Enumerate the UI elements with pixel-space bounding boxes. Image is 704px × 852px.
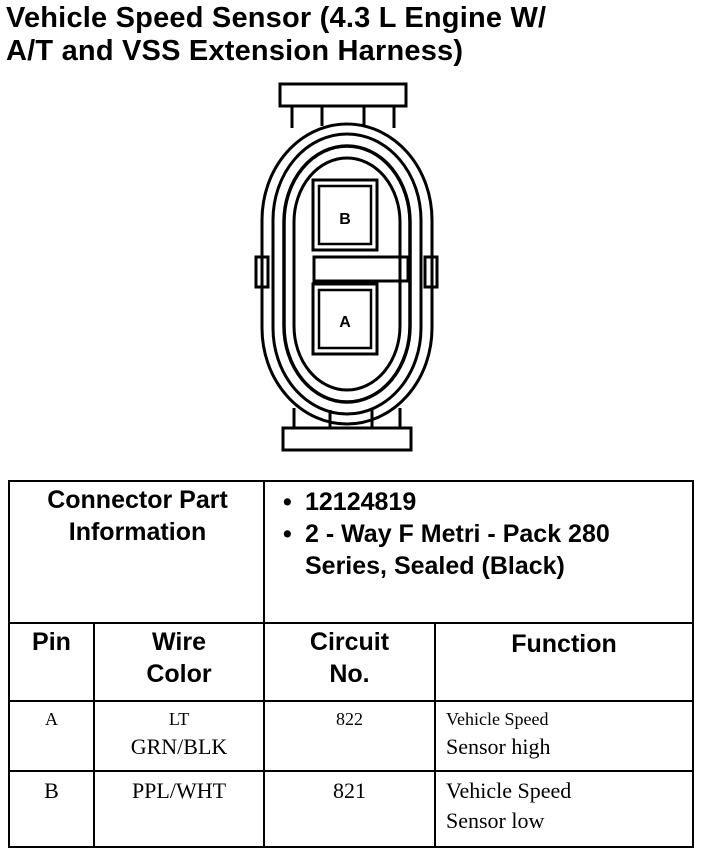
cavity-a-frame — [311, 282, 379, 356]
table-row: A LT GRN/BLK 822 Vehicle Speed Sensor hi… — [8, 700, 694, 772]
title-line-2: A/T and VSS Extension Harness) — [6, 35, 464, 67]
function-cell: Vehicle Speed Sensor low — [434, 770, 694, 848]
pin-cell: A — [8, 700, 95, 772]
pin-cell: B — [8, 770, 95, 848]
table-row: B PPL/WHT 821 Vehicle Speed Sensor low — [8, 770, 694, 848]
function-header: Function — [434, 622, 694, 702]
part-number: 12124819 — [283, 486, 692, 518]
circuit-cell: 821 — [263, 770, 436, 848]
title-line-1: Vehicle Speed Sensor (4.3 L Engine W/ — [6, 2, 547, 34]
connector-housing-outer — [260, 122, 434, 426]
wire-color-cell: PPL/WHT — [93, 770, 265, 848]
part-info-label-cell: Connector Part Information — [8, 480, 265, 624]
connector-face-drawing: B A — [254, 82, 439, 452]
center-key — [312, 255, 410, 283]
circuit-no-header: Circuit No. — [263, 622, 436, 702]
connector-housing-mid — [271, 132, 423, 416]
pin-b-label: B — [339, 211, 351, 228]
part-info-label-line-2: Information — [68, 518, 207, 546]
cavity-b-frame — [311, 178, 379, 252]
part-info-label-line-1: Connector Part — [47, 486, 228, 514]
connector-seal — [292, 156, 402, 392]
bottom-latch — [281, 426, 413, 452]
pin-header: Pin — [8, 622, 95, 702]
part-info-bullets: 12124819 2 - Way F Metri - Pack 280 Seri… — [265, 482, 692, 582]
cavity-a — [317, 288, 373, 350]
diagram-title: Vehicle Speed Sensor (4.3 L Engine W/ A/… — [6, 2, 696, 68]
part-info-value-cell: 12124819 2 - Way F Metri - Pack 280 Seri… — [263, 480, 694, 624]
cavity-b — [317, 184, 373, 246]
header-row: Pin Wire Color Circuit No. Function — [8, 622, 694, 702]
top-latch — [278, 82, 408, 108]
connector-housing-inner — [282, 144, 412, 404]
wire-color-header: Wire Color — [93, 622, 265, 702]
circuit-cell: 822 — [263, 700, 436, 772]
wire-color-cell: LT GRN/BLK — [93, 700, 265, 772]
connector-description: 2 - Way F Metri - Pack 280 Series, Seale… — [283, 518, 692, 582]
pin-a-label: A — [339, 314, 351, 331]
function-cell: Vehicle Speed Sensor high — [434, 700, 694, 772]
part-info-row: Connector Part Information 12124819 2 - … — [8, 480, 694, 624]
connector-info-table: Connector Part Information 12124819 2 - … — [8, 480, 694, 848]
